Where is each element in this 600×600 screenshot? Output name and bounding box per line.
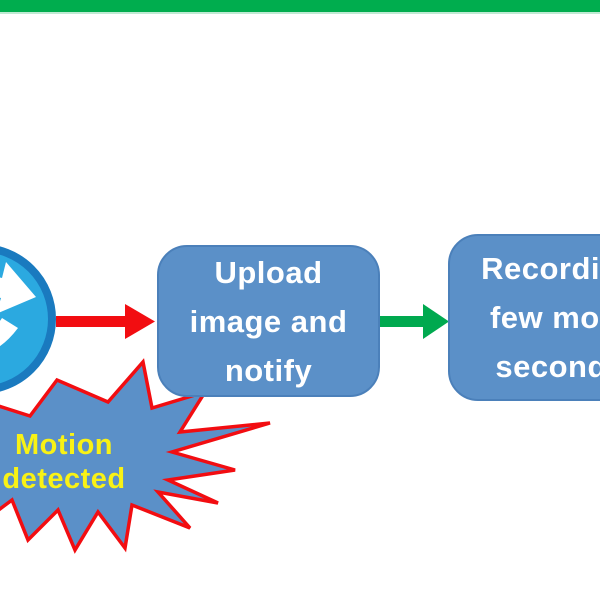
node-recording-line-1: Recording — [481, 251, 600, 286]
burst-line-2: detected — [2, 463, 126, 495]
burst-shape — [0, 358, 271, 554]
node-recording-line-3: seconds — [495, 349, 600, 384]
node-upload-image-notify: Upload image and notify — [157, 245, 380, 397]
node-upload-line-2: image and — [189, 303, 348, 339]
timeline-bar — [0, 0, 600, 12]
sync-arrow-glyphs — [0, 262, 36, 346]
node-recording-line-2: few more — [489, 300, 600, 335]
arrow-red — [56, 304, 155, 339]
arrow-green — [377, 304, 449, 339]
burst-line-1: Motion — [14, 429, 113, 461]
burst-label: Motion detected — [0, 428, 128, 496]
motion-burst — [0, 358, 271, 554]
node-upload-line-1: Upload — [214, 254, 323, 290]
sync-arrows-icon — [0, 246, 56, 392]
node-upload-line-3: notify — [224, 352, 313, 388]
node-recording-seconds: Recording few more seconds — [448, 234, 600, 401]
